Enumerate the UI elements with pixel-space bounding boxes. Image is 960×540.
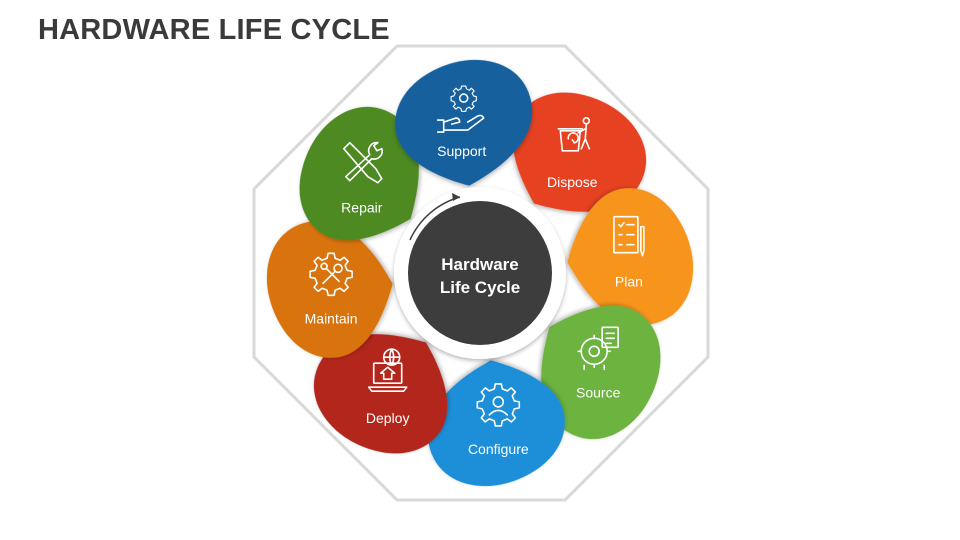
petal-plan: Plan 02	[567, 188, 694, 365]
petal-shape	[395, 59, 533, 186]
checklist-icon	[613, 215, 645, 257]
step-number: 02	[664, 346, 683, 365]
supply-gear-icon	[577, 326, 620, 371]
petal-deploy: Deploy 05	[276, 334, 448, 454]
petal-shape	[427, 360, 565, 487]
laptop-globe-icon	[367, 348, 408, 393]
step-label: Deploy	[366, 410, 410, 426]
petal-repair: Repair 07	[299, 69, 419, 241]
petal-shape	[567, 188, 694, 326]
petal-support: Support 08	[395, 59, 572, 186]
recycle-bin-icon	[557, 117, 591, 152]
petal-maintain: Maintain 06	[266, 182, 393, 358]
tools-icon	[342, 141, 383, 184]
step-label: Repair	[341, 200, 383, 216]
step-label: Source	[576, 384, 621, 400]
step-number: 07	[392, 69, 411, 88]
step-label: Dispose	[547, 174, 598, 190]
petal-shape	[512, 92, 647, 212]
step-number: 06	[277, 182, 296, 201]
step-number: 03	[549, 459, 568, 478]
step-number: 04	[388, 457, 407, 476]
petal-shape	[299, 106, 419, 241]
hand-gear-icon	[436, 85, 485, 133]
step-label: Plan	[615, 274, 643, 290]
hub-title-line2: Life Cycle	[440, 278, 520, 297]
step-label: Maintain	[305, 310, 358, 326]
petal-shape	[266, 220, 393, 358]
page-title: HARDWARE LIFE CYCLE	[38, 14, 390, 46]
petal-dispose: Dispose 01	[512, 92, 684, 212]
petal-configure: Configure 04	[388, 360, 565, 487]
cycle-arrow-head	[452, 193, 460, 201]
step-number: 05	[276, 343, 295, 362]
hub-title-line1: Hardware	[441, 255, 518, 274]
gear-wrench-icon	[309, 252, 353, 297]
hub-circle	[408, 201, 552, 345]
step-number: 01	[665, 185, 684, 204]
step-label: Configure	[468, 441, 529, 457]
gear-user-icon	[476, 383, 521, 427]
step-label: Support	[437, 143, 486, 159]
petal-shape	[313, 334, 448, 454]
petal-source: Source 03	[541, 305, 661, 478]
petal-shape	[541, 305, 661, 440]
step-number: 08	[553, 71, 572, 90]
